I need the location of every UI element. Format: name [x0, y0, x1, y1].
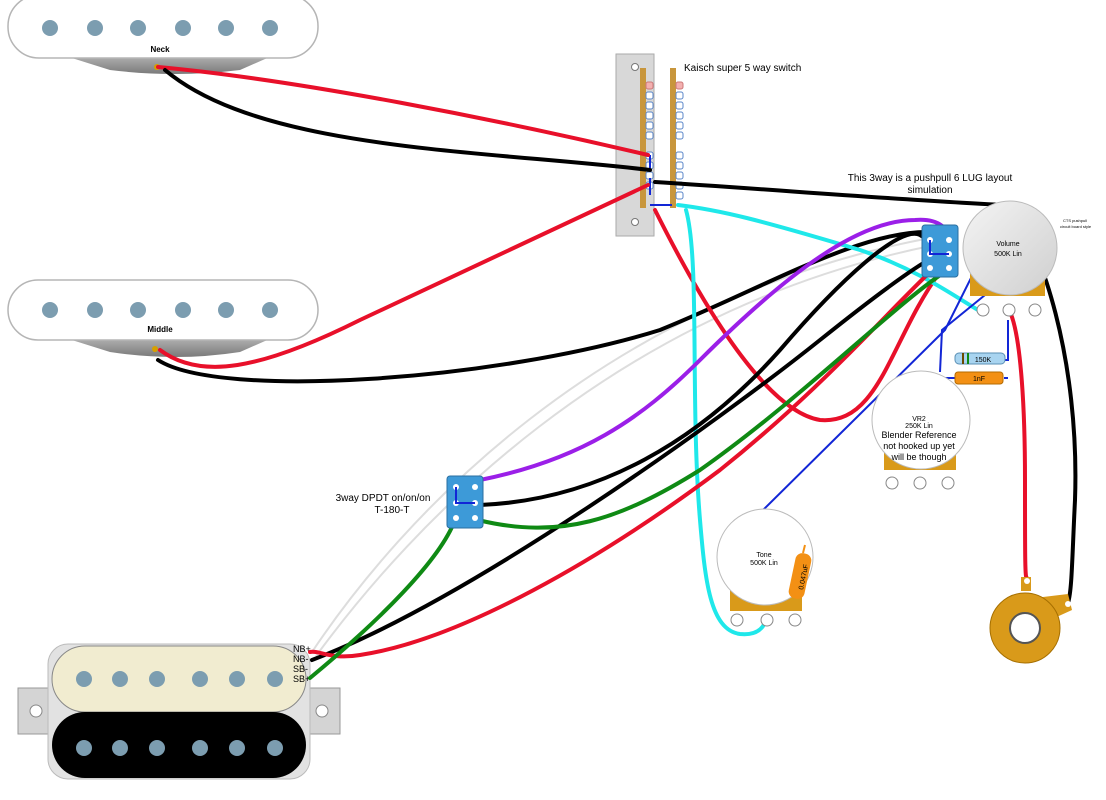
- humbucker-slugs: [76, 740, 283, 756]
- pushpull-label-line1: This 3way is a pushpull 6 LUG layout: [848, 173, 1013, 184]
- volume-label-line1: Volume: [996, 241, 1019, 248]
- hb-nb-minus-label: NB-: [293, 654, 309, 664]
- dpdt-switch: 3way DPDT on/on/on T-180-T: [336, 475, 484, 529]
- output-jack: [989, 577, 1072, 664]
- vr2-label-line3: Blender Reference: [881, 430, 956, 440]
- vr2-label-line2: 250K Lin: [905, 423, 933, 430]
- hb-sb-minus-label: SB-: [293, 664, 308, 674]
- cts-label-line2: circuit board style: [1060, 224, 1092, 229]
- resistor-label: 150K: [975, 357, 992, 364]
- vr2-label-line1: VR2: [912, 416, 926, 423]
- middle-pickup: Middle: [7, 279, 319, 357]
- pushpull-switch: This 3way is a pushpull 6 LUG layout sim…: [848, 173, 1013, 278]
- middle-label: Middle: [147, 325, 173, 334]
- vr2-label-line4: not hooked up yet: [883, 441, 955, 451]
- resistor-150k: 150K: [954, 352, 1006, 365]
- wires: [156, 65, 1078, 680]
- humbucker-screws: [76, 671, 283, 687]
- hb-sb-plus-label: SB+: [293, 674, 310, 684]
- cap-1nf-label: 1nF: [973, 376, 985, 383]
- volume-label-line2: 500K Lin: [994, 251, 1022, 258]
- five-way-switch-label: Kaisch super 5 way switch: [684, 63, 801, 74]
- vr2-label-line5: will be though: [890, 452, 946, 462]
- tone-label-line1: Tone: [756, 552, 771, 559]
- tone-label-line2: 500K Lin: [750, 560, 778, 567]
- capacitor-1nf: 1nF: [954, 371, 1004, 385]
- pushpull-label-line2: simulation: [907, 185, 952, 196]
- five-way-lugs: [645, 81, 684, 200]
- dpdt-label-line1: 3way DPDT on/on/on: [336, 493, 431, 504]
- five-way-switch: Kaisch super 5 way switch: [615, 53, 801, 237]
- volume-pot: Volume 500K Lin CTS pushpull circuit boa…: [962, 200, 1092, 317]
- neck-pickup: Neck: [7, 0, 319, 74]
- middle-pole-pieces: [42, 302, 278, 318]
- tone-pot: Tone 500K Lin 0.047uF: [716, 508, 814, 627]
- hb-nb-plus-label: NB+: [293, 644, 311, 654]
- humbucker-pickup: NB+ NB- SB- SB+: [17, 643, 341, 780]
- dpdt-label-line2: T-180-T: [374, 505, 409, 516]
- cts-label-line1: CTS pushpull: [1063, 218, 1087, 223]
- neck-label: Neck: [150, 45, 170, 54]
- neck-pole-pieces: [42, 20, 278, 36]
- vr2-pot: VR2 250K Lin Blender Reference not hooke…: [871, 370, 971, 490]
